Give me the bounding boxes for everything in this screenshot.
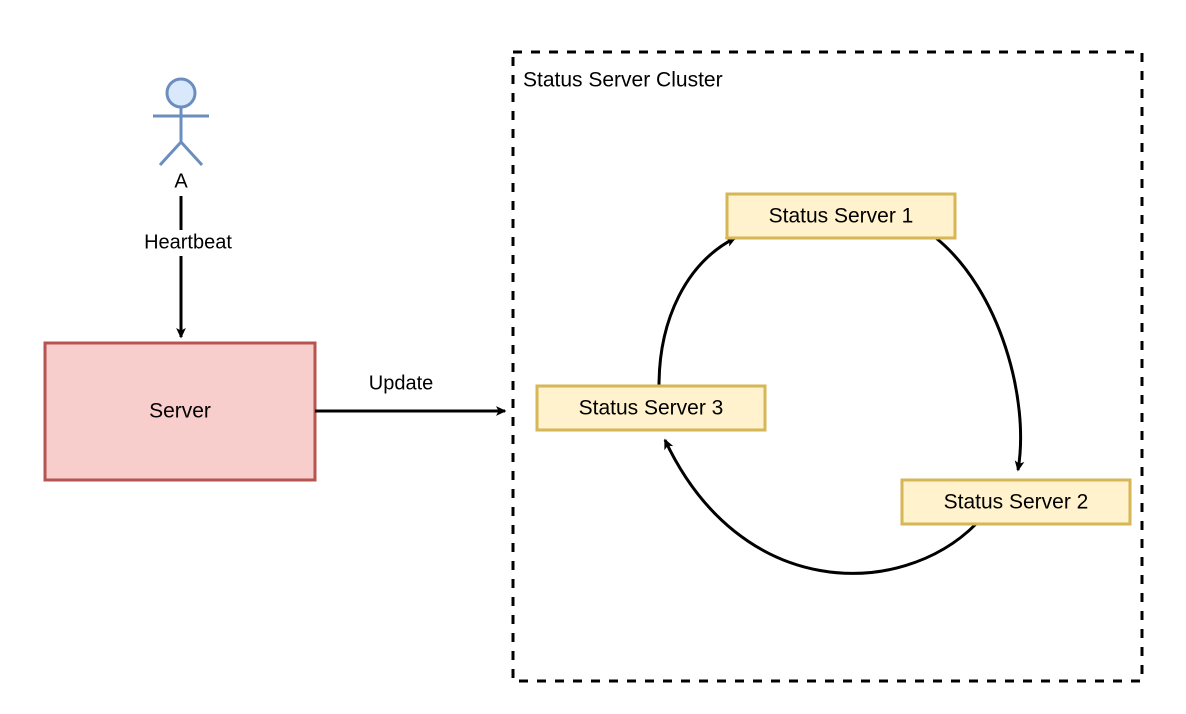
node-status-server-3[interactable]: Status Server 3 xyxy=(535,384,767,432)
cluster-title-label: Status Server Cluster xyxy=(523,69,723,92)
edge-ring-3-to-1[interactable] xyxy=(657,236,737,387)
ring-2-to-3-arrow xyxy=(663,438,978,575)
edge-ring-2-to-3[interactable] xyxy=(663,438,978,575)
cluster-boundary xyxy=(511,50,1144,683)
ring-1-to-2-arrow xyxy=(935,236,1025,472)
actor-a[interactable]: A xyxy=(153,77,209,192)
node-status-server-2[interactable]: Status Server 2 xyxy=(900,478,1132,526)
node-status-server-1[interactable]: Status Server 1 xyxy=(725,192,957,240)
status-server-3-box xyxy=(535,384,767,432)
edge-ring-1-to-2[interactable] xyxy=(935,236,1025,472)
server-box xyxy=(43,341,317,482)
status-server-2-label: Status Server 2 xyxy=(944,491,1089,514)
update-label-backdrop xyxy=(356,371,446,397)
heartbeat-label-backdrop xyxy=(126,230,238,256)
status-server-3-label: Status Server 3 xyxy=(579,397,724,420)
status-server-cluster[interactable]: Status Server Cluster xyxy=(511,50,1144,683)
status-server-1-box xyxy=(725,192,957,240)
actor-label: A xyxy=(174,170,188,192)
edge-heartbeat[interactable]: Heartbeat xyxy=(126,196,238,339)
status-server-1-label: Status Server 1 xyxy=(769,205,914,228)
server-label: Server xyxy=(149,400,211,423)
status-server-2-box xyxy=(900,478,1132,526)
node-server[interactable]: Server xyxy=(43,341,317,482)
update-label: Update xyxy=(369,372,434,394)
ring-3-to-1-arrow xyxy=(657,236,737,387)
edge-update[interactable]: Update xyxy=(315,371,507,416)
actor-icon xyxy=(153,77,209,167)
heartbeat-label: Heartbeat xyxy=(144,231,232,253)
